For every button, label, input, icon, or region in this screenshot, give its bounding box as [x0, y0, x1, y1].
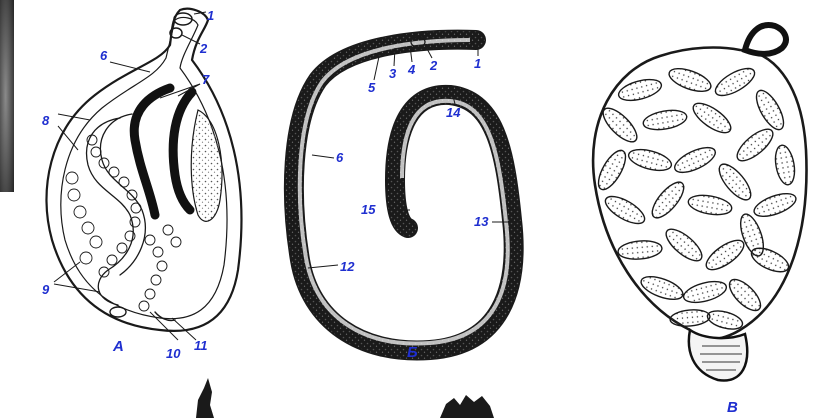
panel-v-drawing [593, 25, 806, 381]
callout-b-2: 2 [429, 58, 438, 73]
egg-chain-a [66, 135, 181, 311]
egg-mass [593, 63, 799, 332]
callout-b-6: 6 [336, 150, 344, 165]
panel-a-drawing [46, 9, 241, 340]
panel-label-a: А [112, 338, 124, 355]
callout-a-7: 7 [202, 72, 210, 87]
callout-b-12: 12 [340, 259, 355, 274]
callout-b-15: 15 [361, 202, 376, 217]
callout-a-2: 2 [199, 41, 208, 56]
callout-b-5: 5 [368, 80, 376, 95]
callout-b-3: 3 [389, 66, 397, 81]
callout-a-10: 10 [166, 346, 181, 361]
callout-b-13: 13 [474, 214, 489, 229]
callout-b-14: 14 [446, 105, 461, 120]
callout-a-8: 8 [42, 113, 50, 128]
callout-a-11: 11 [194, 338, 208, 353]
panel-label-v: В [727, 399, 738, 416]
panel-label-b: Б [407, 344, 418, 361]
callout-a-9: 9 [42, 282, 50, 297]
bottom-fragment-right [440, 395, 494, 418]
panel-b-drawing [294, 37, 514, 350]
callout-a-6: 6 [100, 48, 108, 63]
callout-b-1: 1 [474, 56, 481, 71]
callout-a-1: 1 [207, 8, 214, 23]
bottom-fragment-left [196, 378, 214, 418]
callout-b-4: 4 [407, 62, 416, 77]
photo-fragment [0, 0, 14, 192]
